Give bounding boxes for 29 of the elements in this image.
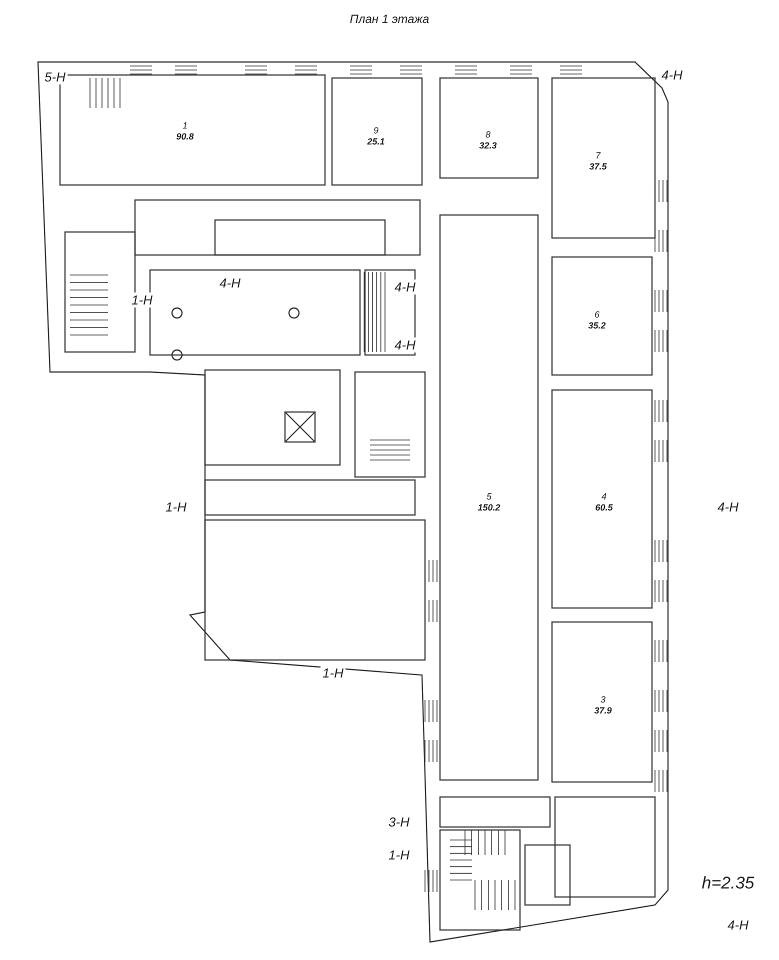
room-area: 37.9: [594, 706, 612, 716]
room-number: 7: [596, 152, 600, 160]
section-mark: 3-Н: [386, 814, 412, 830]
room-area: 25.1: [367, 138, 385, 146]
room-area: 37.5: [589, 162, 607, 172]
room-number: 4: [602, 492, 606, 502]
section-mark: 1-Н: [130, 292, 154, 308]
room-number: 6: [594, 310, 600, 320]
room-area: 150.2: [478, 504, 500, 512]
room-number: 3: [600, 696, 606, 704]
room-area: 60.5: [595, 504, 613, 512]
section-mark: 1-Н: [320, 666, 346, 680]
room-number: 8: [486, 130, 490, 140]
section-mark: 4-Н: [218, 276, 242, 290]
plan-title: План 1 этажа: [350, 12, 430, 26]
section-mark: 4-Н: [716, 500, 740, 514]
section-mark: 4-Н: [392, 338, 418, 352]
section-mark: 4-Н: [660, 68, 684, 82]
section-mark: 4-Н: [392, 280, 418, 294]
room-area: 35.2: [588, 322, 606, 330]
room-area: 90.8: [176, 132, 194, 142]
section-mark: 4-Н: [726, 918, 750, 932]
room-number: 1: [182, 122, 188, 130]
room-number: 9: [374, 126, 378, 136]
room-area: 32.3: [479, 142, 497, 150]
section-mark: 1-Н: [386, 848, 412, 862]
section-mark: 5-Н: [42, 70, 68, 84]
room-number: 5: [486, 492, 492, 502]
section-mark: 1-Н: [164, 500, 188, 514]
